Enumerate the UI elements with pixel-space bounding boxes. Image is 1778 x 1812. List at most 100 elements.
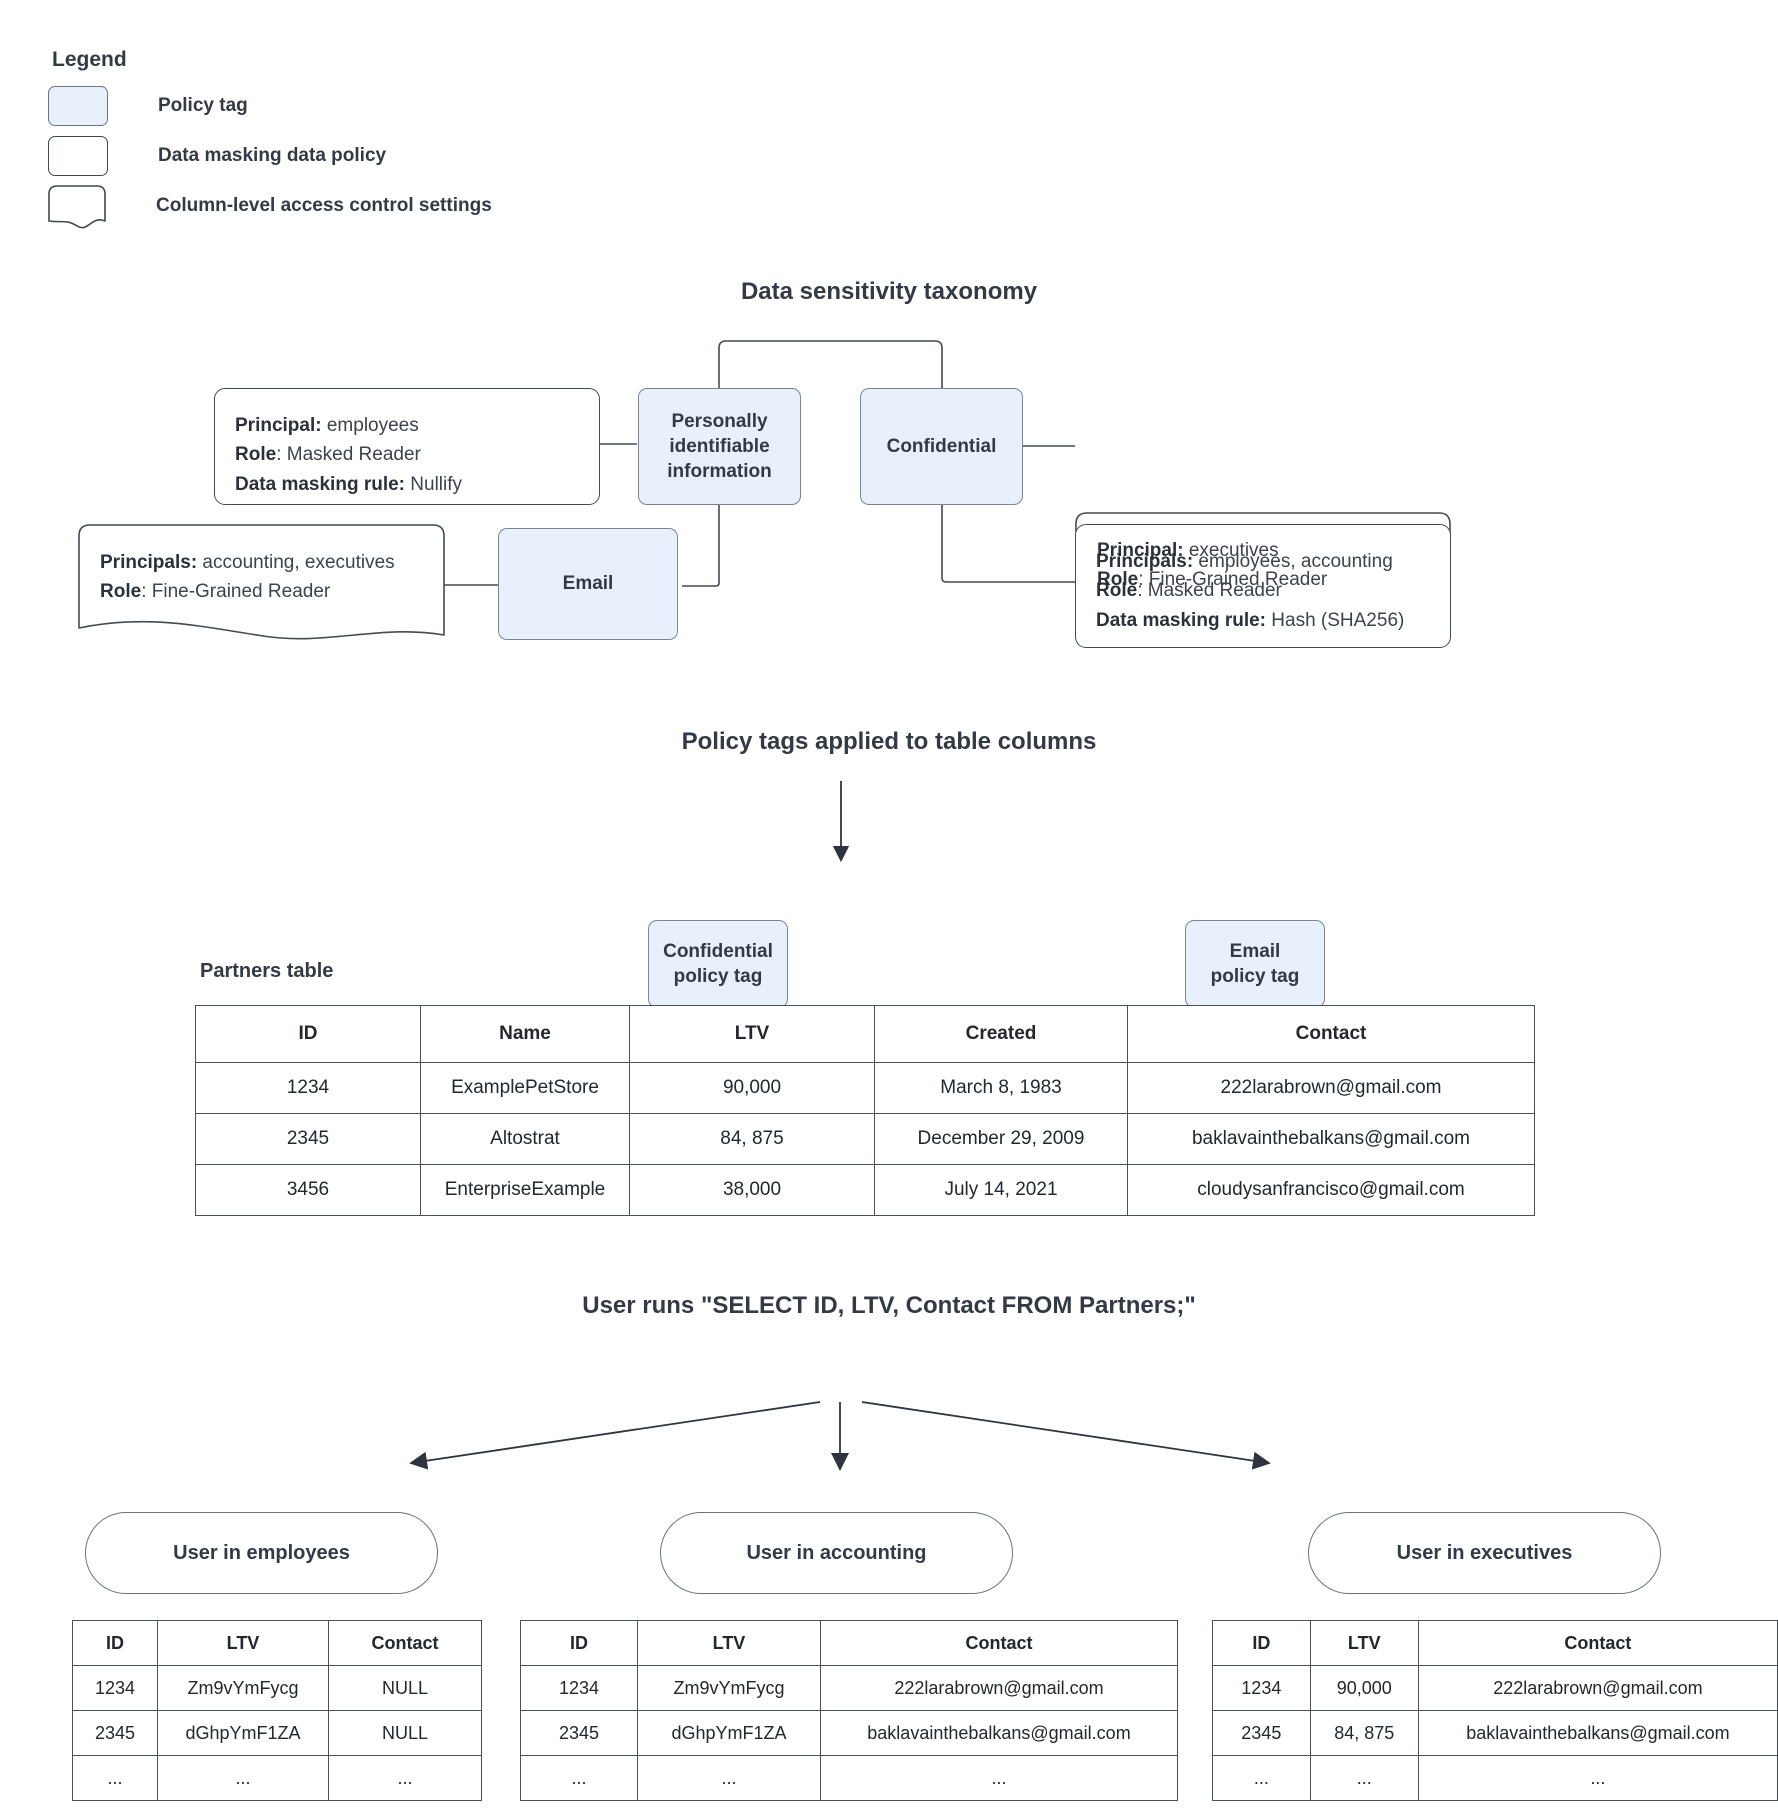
policy-label: Data masking rule: [1096,609,1266,631]
column-acl-email-text: Principals: accounting, executives Role:… [78,524,445,631]
table-cell: 1234 [195,1062,421,1114]
table-cell: Altostrat [420,1113,630,1165]
column-header: ID [1212,1620,1311,1666]
table-cell: 1234 [1212,1665,1311,1711]
pill-user-in-executives[interactable]: User in executives [1308,1512,1661,1594]
table-cell: baklavainthebalkans@gmail.com [820,1710,1178,1756]
badge-confidential-policy-tag[interactable]: Confidential policy tag [648,920,788,1008]
policy-label: Principal: [235,415,322,436]
badge-line2: policy tag [673,966,763,987]
table-cell: dGhpYmF1ZA [637,1710,821,1756]
policy-value: executives [1183,540,1279,561]
table-cell: 90,000 [1309,1665,1419,1711]
badge-line1: Confidential [663,940,773,962]
policy-label: Principal: [1097,540,1184,561]
table-cell: Zm9vYmFycg [157,1665,329,1711]
policy-value: employees [321,415,419,436]
legend-item-policy-tag: Policy tag [48,82,668,130]
policy-label: Role [1096,580,1138,602]
table-cell: ... [1212,1755,1311,1801]
policy-tag-email-label: Email [562,573,614,595]
table-cell: 38,000 [629,1164,875,1216]
column-header: Contact [328,1620,482,1666]
query-heading: User runs "SELECT ID, LTV, Contact FROM … [582,1292,1196,1319]
policy-label: Principals: [100,552,198,573]
policy-line-principals: Principals: accounting, executives [100,548,423,577]
pill-label: User in accounting [746,1541,927,1564]
policy-tag-email[interactable]: Email [498,528,678,640]
policy-line-principal: Principal: employees [235,411,579,440]
legend-item-label: Policy tag [158,95,248,116]
column-header: ID [520,1620,638,1666]
policy-line-masking-rule: Data masking rule: Nullify [235,470,579,499]
partners-table-caption: Partners table [200,960,334,982]
badge-line2: policy tag [1210,966,1300,987]
table-cell: ExamplePetStore [420,1062,630,1114]
column-header: Contact [1127,1005,1535,1063]
table-cell: baklavainthebalkans@gmail.com [1127,1113,1535,1165]
table-cell: NULL [328,1710,482,1756]
table-cell: 3456 [195,1164,421,1216]
applied-heading: Policy tags applied to table columns [681,728,1097,755]
table-cell: baklavainthebalkans@gmail.com [1417,1710,1778,1756]
policy-label: Data masking rule: [235,473,405,495]
table-cell: ... [157,1755,329,1801]
table-cell: March 8, 1983 [874,1062,1128,1114]
policy-value: employees, accounting [1193,551,1393,572]
policy-tag-confidential[interactable]: Confidential [860,388,1023,505]
policy-value: Hash (SHA256) [1266,609,1405,631]
policy-value: : Fine-Grained Reader [1138,569,1328,591]
pill-user-in-accounting[interactable]: User in accounting [660,1512,1013,1594]
table-cell: dGhpYmF1ZA [157,1710,329,1756]
table-row: ......... [1212,1755,1778,1801]
table-cell: NULL [328,1665,482,1711]
legend-item-label: Column-level access control settings [156,195,492,216]
table-cell: 90,000 [629,1062,875,1114]
table-row: ......... [520,1755,1178,1801]
table-cell: cloudysanfrancisco@gmail.com [1127,1164,1535,1216]
table-cell: December 29, 2009 [874,1113,1128,1165]
pill-user-in-employees[interactable]: User in employees [85,1512,438,1594]
policy-line-principals: Principals: employees, accounting [1096,547,1430,576]
table-cell: ... [328,1755,482,1801]
table-cell: 222larabrown@gmail.com [1417,1665,1778,1711]
column-acl-swatch [48,185,106,229]
column-header: Contact [820,1620,1178,1666]
table-cell: Zm9vYmFycg [637,1665,821,1711]
table-cell: 2345 [520,1710,638,1756]
badge-line1: Email [1229,940,1281,962]
policy-line-principal: Principal: executives [1097,536,1429,565]
policy-label: Role [235,444,277,466]
policy-tag-confidential-label: Confidential [886,435,997,457]
badge-email-policy-tag[interactable]: Email policy tag [1185,920,1325,1008]
table-cell: ... [1309,1755,1419,1801]
policy-tag-pii[interactable]: Personally identifiable information [638,388,801,505]
policy-line-role: Role: Masked Reader [1096,576,1430,605]
policy-label: Principals: [1096,551,1194,572]
legend-item-data-masking: Data masking data policy [48,132,668,180]
table-cell: 1234 [72,1665,158,1711]
policy-line-role: Role: Masked Reader [235,440,579,469]
column-acl-email: Principals: accounting, executives Role:… [78,524,445,648]
table-cell: 84, 875 [1309,1710,1419,1756]
policy-label: Role [100,581,142,603]
column-header: Name [420,1005,630,1063]
table-cell: ... [637,1755,821,1801]
column-header: LTV [1309,1620,1419,1666]
column-acl-confidential: Principal: executives Role: Fine-Grained… [1075,512,1451,636]
column-header: LTV [629,1005,875,1063]
